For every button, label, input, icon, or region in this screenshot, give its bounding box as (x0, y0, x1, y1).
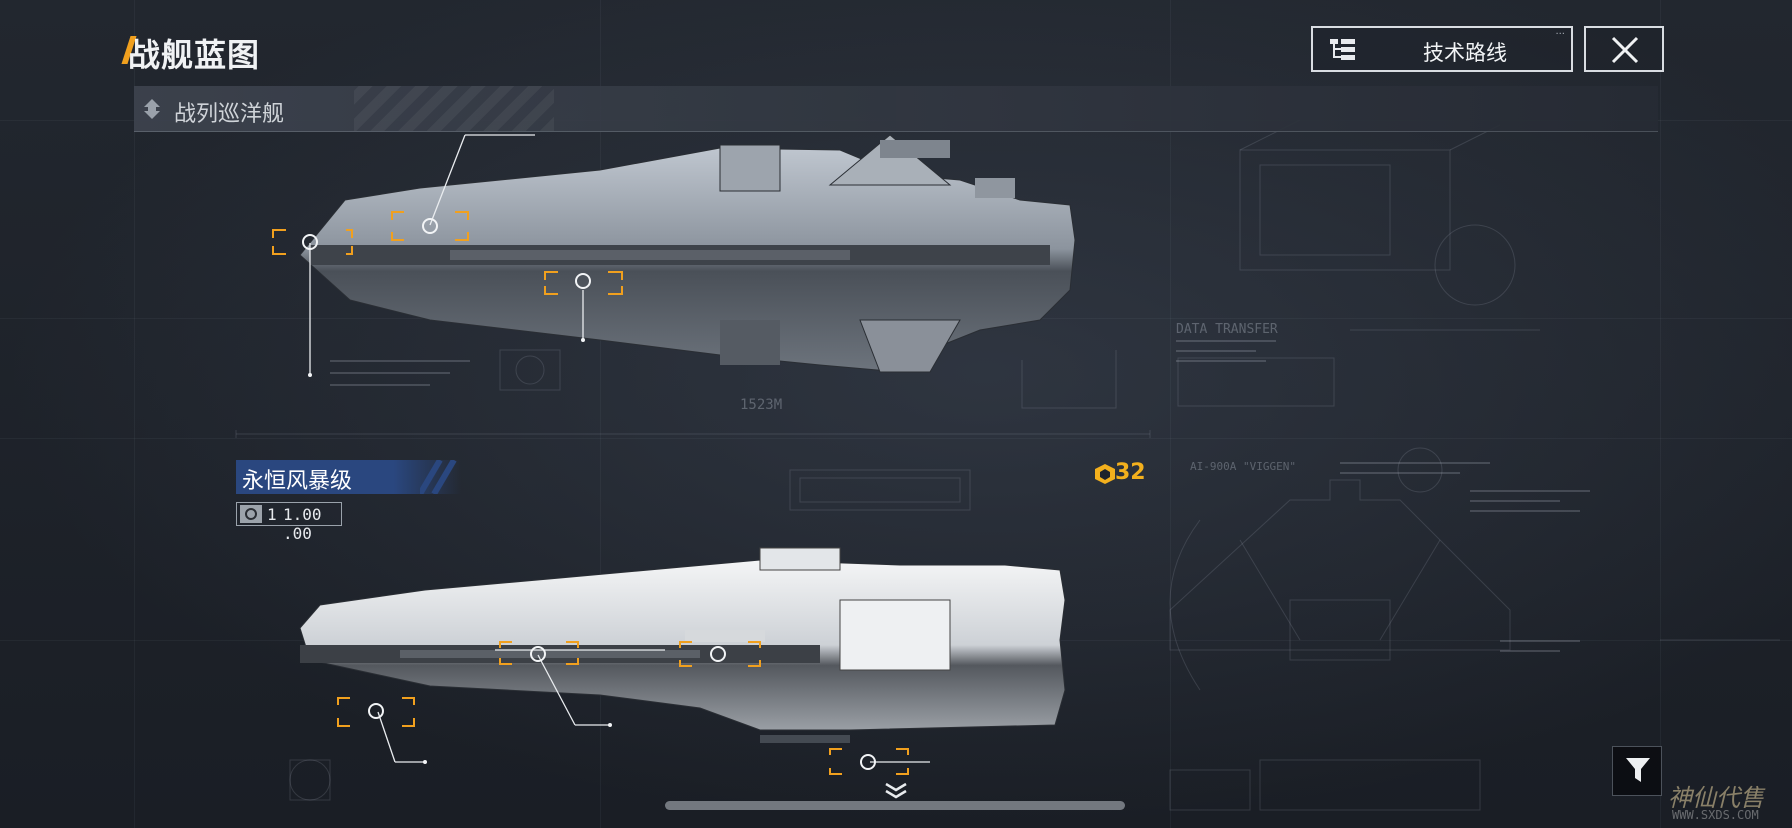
ship-stat-index: 1 (267, 505, 277, 524)
tech-route-button[interactable]: 技术路线 ... (1311, 26, 1573, 72)
blueprint-count: 32 (1115, 460, 1146, 485)
flag-icon (144, 99, 160, 119)
grid-line (1660, 0, 1661, 828)
grid-line (0, 438, 1792, 439)
ship-class-name: 永恒风暴级 (242, 469, 353, 494)
blueprint-icon (1095, 464, 1115, 484)
class-label-stripes (420, 460, 457, 494)
grid-line (1170, 0, 1171, 828)
grid-line (134, 0, 135, 828)
watermark-logo-text: 神仙代售 (1668, 784, 1764, 812)
ship-stat-value: 1.00 .00 (283, 505, 322, 543)
tree-icon (1330, 39, 1355, 60)
filter-button[interactable] (1612, 746, 1662, 796)
ship-class-label: 永恒风暴级 (236, 460, 461, 494)
ship-stat-box: 1 1.00 .00 (236, 502, 342, 543)
page-title: 战舰蓝图 (128, 36, 261, 74)
watermark-url: WWW.SXDS.COM (1672, 808, 1759, 822)
close-icon (1611, 36, 1639, 64)
category-bar (134, 86, 1658, 132)
close-button[interactable] (1584, 26, 1664, 72)
chevron-down-icon[interactable] (884, 782, 908, 800)
dots-decoration: ... (1555, 26, 1565, 37)
ai-label: AI-900A "VIGGEN" (1190, 460, 1296, 473)
length-label: 1523M (740, 397, 783, 413)
scroll-indicator[interactable] (665, 801, 1125, 810)
filter-icon (1626, 758, 1650, 782)
category-label: 战列巡洋舰 (174, 102, 285, 127)
data-transfer-label: DATA TRANSFER (1176, 322, 1278, 337)
grid-line (600, 0, 601, 828)
ship-stat-icon (240, 505, 262, 523)
tech-route-label: 技术路线 (1423, 41, 1507, 65)
